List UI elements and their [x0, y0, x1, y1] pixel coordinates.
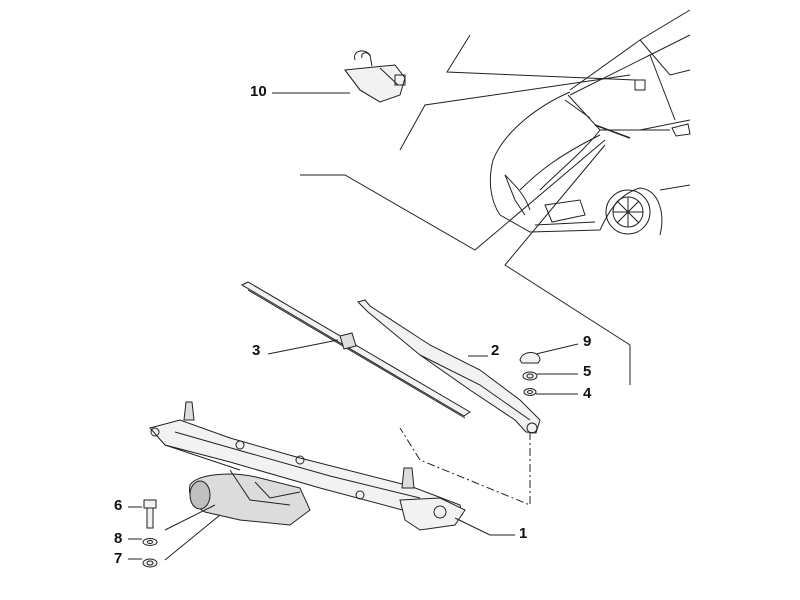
part-6-bolt — [128, 499, 157, 529]
car-leader-lines — [300, 34, 636, 385]
part-8-washer — [128, 538, 158, 546]
callout-1: 1 — [519, 525, 528, 542]
callout-4: 4 — [583, 385, 592, 402]
part-2-wiper-arm — [357, 299, 541, 434]
callout-9: 9 — [583, 333, 592, 350]
part-5-nut — [522, 371, 578, 381]
part-9-cap — [519, 343, 579, 364]
part-4-washer — [523, 388, 578, 396]
car-illustration — [490, 10, 690, 235]
part-10-sensor — [272, 50, 406, 103]
callout-6: 6 — [114, 497, 123, 514]
part-1-wiper-linkage — [149, 401, 515, 536]
callout-10: 10 — [250, 83, 267, 100]
part-7-nut — [128, 558, 158, 568]
callout-3: 3 — [252, 342, 261, 359]
bolt-leader-lines — [164, 504, 221, 561]
part-3-wiper-blade — [240, 281, 471, 419]
callout-5: 5 — [583, 363, 592, 380]
callout-2: 2 — [491, 342, 500, 359]
alignment-line — [399, 427, 531, 506]
callout-8: 8 — [114, 530, 123, 547]
callout-7: 7 — [114, 550, 123, 567]
